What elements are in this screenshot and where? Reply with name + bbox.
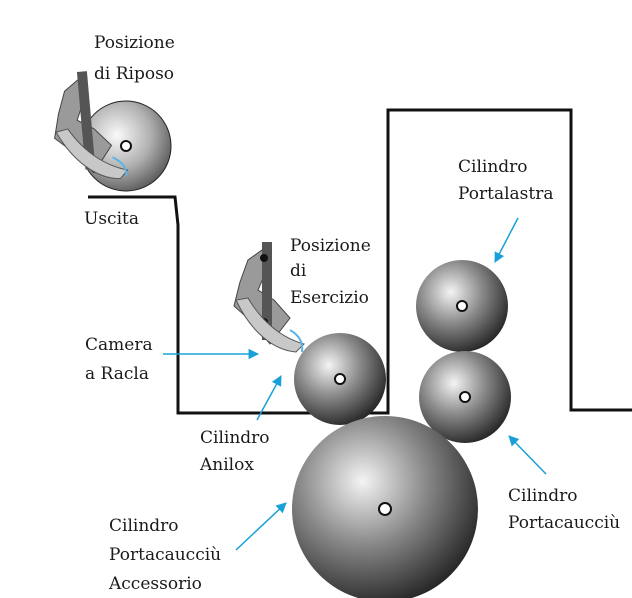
label-anilox-1: Cilindro <box>200 428 270 448</box>
label-posizione-esercizio-2: di <box>290 261 307 281</box>
arrow-portacaucciu-accessorio <box>235 502 287 551</box>
cylinder-portacaucciu <box>419 351 511 443</box>
label-posizione-esercizio-3: Esercizio <box>290 288 369 308</box>
label-anilox-2: Anilox <box>199 455 254 475</box>
cylinder-anilox <box>294 333 386 425</box>
frame-line-left <box>88 108 632 415</box>
label-accessorio-3: Accessorio <box>108 574 202 594</box>
arrow-portacaucciu <box>508 435 547 475</box>
label-posizione-esercizio-1: Posizione <box>290 236 371 256</box>
label-portacaucciu-2: Portacaucciù <box>508 513 620 533</box>
label-posizione-riposo-2: di Riposo <box>94 64 174 84</box>
label-posizione-riposo-1: Posizione <box>94 33 175 53</box>
label-portalastra-1: Cilindro <box>458 157 528 177</box>
cylinder-portacaucciu-accessorio <box>292 416 478 598</box>
label-camera-racla-2: a Racla <box>85 364 149 384</box>
arrow-anilox <box>256 375 282 421</box>
arrow-portalastra <box>494 217 519 263</box>
label-accessorio-1: Cilindro <box>109 516 179 536</box>
label-camera-racla-1: Camera <box>85 335 153 355</box>
doctor-blade-working <box>233 242 305 353</box>
label-portacaucciu-1: Cilindro <box>508 486 578 506</box>
cylinder-portalastra <box>416 260 508 352</box>
label-uscita: Uscita <box>84 209 139 229</box>
label-portalastra-2: Portalastra <box>458 184 553 204</box>
label-accessorio-2: Portacaucciù <box>109 545 221 565</box>
doctor-blade-rest <box>54 71 129 180</box>
